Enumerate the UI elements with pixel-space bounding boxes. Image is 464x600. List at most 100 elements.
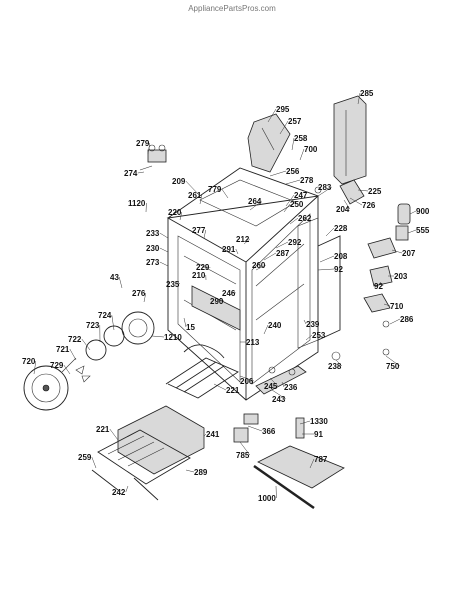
leader-line-295 (267, 108, 277, 123)
part-label-220: 220 (168, 208, 182, 217)
part-label-700: 700 (304, 145, 318, 154)
part-label-726: 726 (362, 201, 376, 210)
leader-line-247 (285, 194, 295, 207)
part-label-724: 724 (98, 311, 112, 320)
leader-line-92 (317, 268, 335, 271)
leader-line-240 (263, 324, 269, 335)
part-label-236: 236 (284, 383, 298, 392)
part-label-259: 259 (78, 453, 92, 462)
part-label-210: 210 (192, 271, 206, 280)
part-label-291: 291 (222, 245, 236, 254)
part-label-256: 256 (286, 167, 300, 176)
part-label-257: 257 (288, 117, 302, 126)
terminal-block (367, 237, 397, 287)
part-label-247: 247 (294, 191, 308, 200)
part-label-279: 279 (136, 139, 150, 148)
leader-line-279 (147, 142, 151, 155)
leader-line-221 (109, 428, 119, 441)
part-label-258: 258 (294, 134, 308, 143)
leader-line-204 (343, 199, 351, 210)
leader-line-555 (407, 229, 417, 234)
part-label-721: 721 (56, 345, 70, 354)
part-label-209: 209 (172, 177, 186, 186)
part-label-366: 366 (262, 427, 276, 436)
leader-line-264 (249, 200, 262, 211)
part-label-287: 287 (276, 249, 290, 258)
part-label-900: 900 (416, 207, 430, 216)
part-label-261: 261 (188, 191, 202, 200)
leader-line-225 (357, 189, 369, 192)
part-label-286: 286 (400, 315, 414, 324)
part-label-206: 206 (240, 377, 254, 386)
leader-line-710 (383, 303, 391, 307)
leader-line-239 (303, 319, 307, 325)
leader-line-785 (239, 441, 250, 456)
part-label-225: 225 (368, 187, 382, 196)
leader-line-238 (335, 359, 342, 367)
part-label-273: 273 (146, 258, 160, 267)
leader-line-278 (285, 179, 301, 185)
leader-line-285 (357, 92, 361, 105)
bake-element (165, 344, 239, 399)
leader-line-259 (91, 456, 97, 469)
leader-line-276 (143, 292, 147, 303)
part-label-723: 723 (86, 321, 100, 330)
part-label-555: 555 (416, 226, 430, 235)
part-label-242: 242 (112, 488, 126, 497)
part-label-1330: 1330 (310, 417, 328, 426)
part-label-212: 212 (236, 235, 250, 244)
top-vent-duct (247, 113, 291, 173)
leader-line-900 (409, 210, 417, 215)
leader-line-220 (179, 211, 183, 221)
side-panel (297, 217, 341, 349)
leader-line-726 (349, 197, 363, 206)
leader-line-233 (159, 232, 169, 239)
leader-line-257 (279, 120, 289, 135)
leader-line-212 (243, 238, 250, 245)
part-label-729: 729 (50, 361, 64, 370)
leader-line-292 (275, 241, 289, 249)
leader-line-206 (239, 375, 254, 382)
leader-line-242 (125, 485, 129, 493)
part-label-228: 228 (334, 224, 348, 233)
leader-line-779 (221, 188, 229, 199)
part-label-92: 92 (334, 265, 343, 274)
part-label-203: 203 (394, 272, 408, 281)
convection-fan-assembly (23, 311, 155, 411)
leader-line-245 (269, 377, 278, 387)
part-label-262: 262 (298, 214, 312, 223)
leader-line-722 (81, 338, 91, 351)
oven-cabinet (166, 167, 320, 401)
part-label-207: 207 (402, 249, 416, 258)
part-label-253: 253 (312, 331, 326, 340)
part-label-787: 787 (314, 455, 328, 464)
part-label-213: 213 (246, 338, 260, 347)
hinge-parts (233, 413, 305, 443)
leader-line-262 (289, 217, 299, 225)
leader-line-230 (159, 247, 169, 253)
leader-line-291 (235, 248, 239, 255)
leader-line-286 (389, 318, 401, 325)
leader-line-243 (271, 389, 286, 400)
part-label-92: 92 (374, 282, 383, 291)
leader-line-273 (159, 261, 169, 267)
leader-line-724 (111, 314, 115, 331)
leader-line-1210 (151, 335, 165, 338)
leader-line-15 (183, 317, 187, 328)
drawer-front-panel (257, 445, 345, 489)
part-label-221: 221 (96, 425, 110, 434)
part-label-290: 290 (210, 297, 224, 306)
part-label-289: 289 (194, 468, 208, 477)
leader-line-43 (118, 276, 123, 289)
leader-line-236 (281, 381, 285, 388)
part-label-230: 230 (146, 244, 160, 253)
bottom-drawer-tray (255, 365, 307, 395)
part-label-750: 750 (386, 362, 400, 371)
leader-line-246 (231, 291, 236, 294)
part-label-283: 283 (318, 183, 332, 192)
leader-line-289 (185, 469, 195, 473)
part-label-15: 15 (186, 323, 195, 332)
leader-line-287 (263, 252, 277, 261)
part-label-1000: 1000 (258, 494, 276, 503)
